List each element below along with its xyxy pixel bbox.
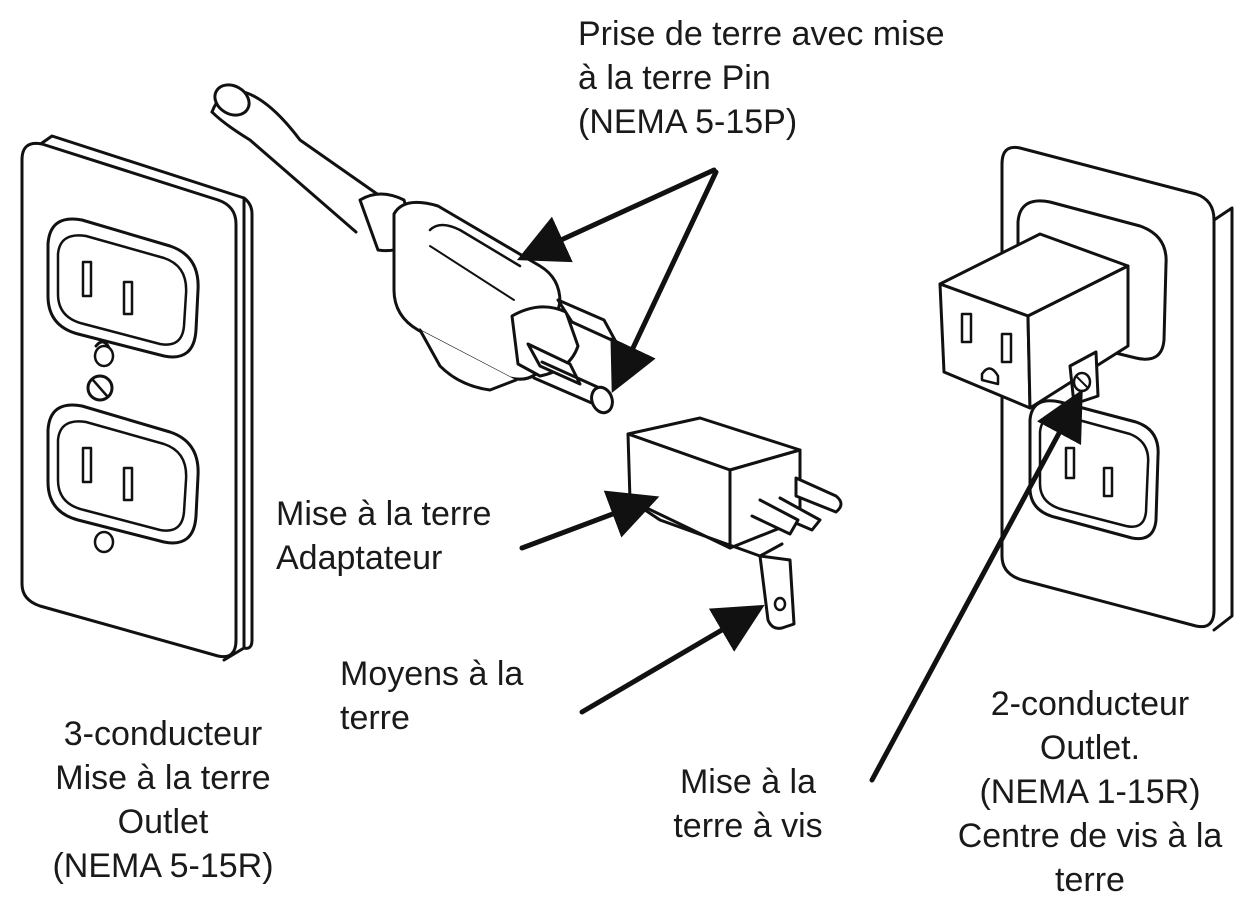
two-wire-outlet-label-line2: Outlet. bbox=[1039, 729, 1141, 767]
arrow-ground-pin bbox=[610, 169, 719, 394]
grounding-plug-label-line1: Prise de terre avec mise bbox=[578, 15, 945, 53]
arrow-ground-screw bbox=[869, 389, 1083, 783]
grounding-plug-label-line3: (NEMA 5-15P) bbox=[578, 103, 798, 141]
ground-screw-label-line1: Mise à la bbox=[679, 763, 817, 801]
two-wire-outlet-label: 2-conducteur Outlet. (NEMA 1-15R) Centre… bbox=[920, 682, 1248, 902]
two-wire-outlet-label-line1: 2-conducteur bbox=[990, 685, 1190, 723]
two-wire-outlet bbox=[938, 145, 1234, 632]
two-wire-outlet-label-line5: terre bbox=[1055, 861, 1125, 899]
three-wire-outlet-label: 3-conducteur Mise à la terre Outlet (NEM… bbox=[18, 712, 308, 888]
arrow-adapter bbox=[519, 490, 660, 551]
grounding-means-label-line1: Moyens à la bbox=[340, 655, 524, 693]
three-wire-outlet-label-line2: Mise à la terre bbox=[55, 759, 271, 797]
two-wire-outlet-label-line4: Centre de vis à la bbox=[957, 817, 1223, 855]
grounding-adapter-label-line2: Adaptateur bbox=[276, 539, 443, 577]
grounding-plug bbox=[210, 83, 618, 415]
grounding-means-label-line2: terre bbox=[340, 699, 410, 737]
three-wire-outlet-label-line4: (NEMA 5-15R) bbox=[52, 847, 274, 885]
ground-screw-label-line2: terre à vis bbox=[673, 807, 823, 845]
grounding-means-label: Moyens à la terre bbox=[340, 652, 523, 740]
grounding-plug-label: Prise de terre avec mise à la terre Pin … bbox=[578, 12, 945, 144]
arrow-plug-body bbox=[516, 167, 717, 263]
bottom-receptacle bbox=[46, 403, 200, 554]
three-wire-outlet bbox=[20, 134, 254, 662]
arrow-grounding-means bbox=[579, 604, 765, 715]
annotation-arrows bbox=[516, 167, 1083, 783]
three-wire-outlet-label-line1: 3-conducteur bbox=[63, 715, 263, 753]
two-wire-outlet-label-line3: (NEMA 1-15R) bbox=[979, 773, 1201, 811]
grounding-adapter-label: Mise à la terre Adaptateur bbox=[276, 492, 491, 580]
grounding-plug-label-line2: à la terre Pin bbox=[578, 59, 771, 97]
grounding-adapter-label-line1: Mise à la terre bbox=[276, 495, 492, 533]
ground-screw-label: Mise à la terre à vis bbox=[650, 760, 846, 848]
three-wire-outlet-label-line3: Outlet bbox=[117, 803, 209, 841]
top-receptacle bbox=[46, 217, 200, 368]
grounding-adapter bbox=[626, 416, 843, 630]
